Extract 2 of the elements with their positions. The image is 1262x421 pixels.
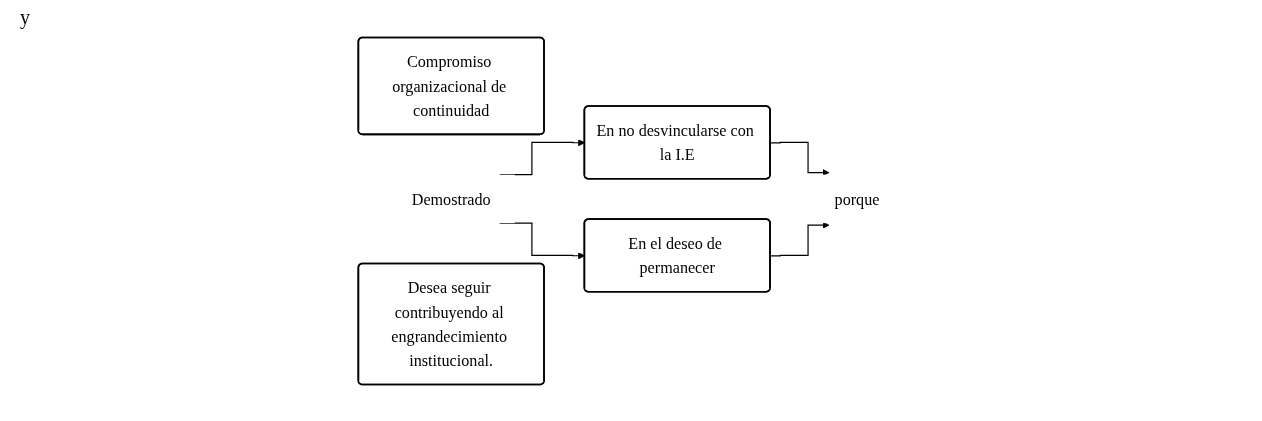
- note-text: y: [20, 6, 30, 29]
- node-text: porque: [834, 189, 880, 208]
